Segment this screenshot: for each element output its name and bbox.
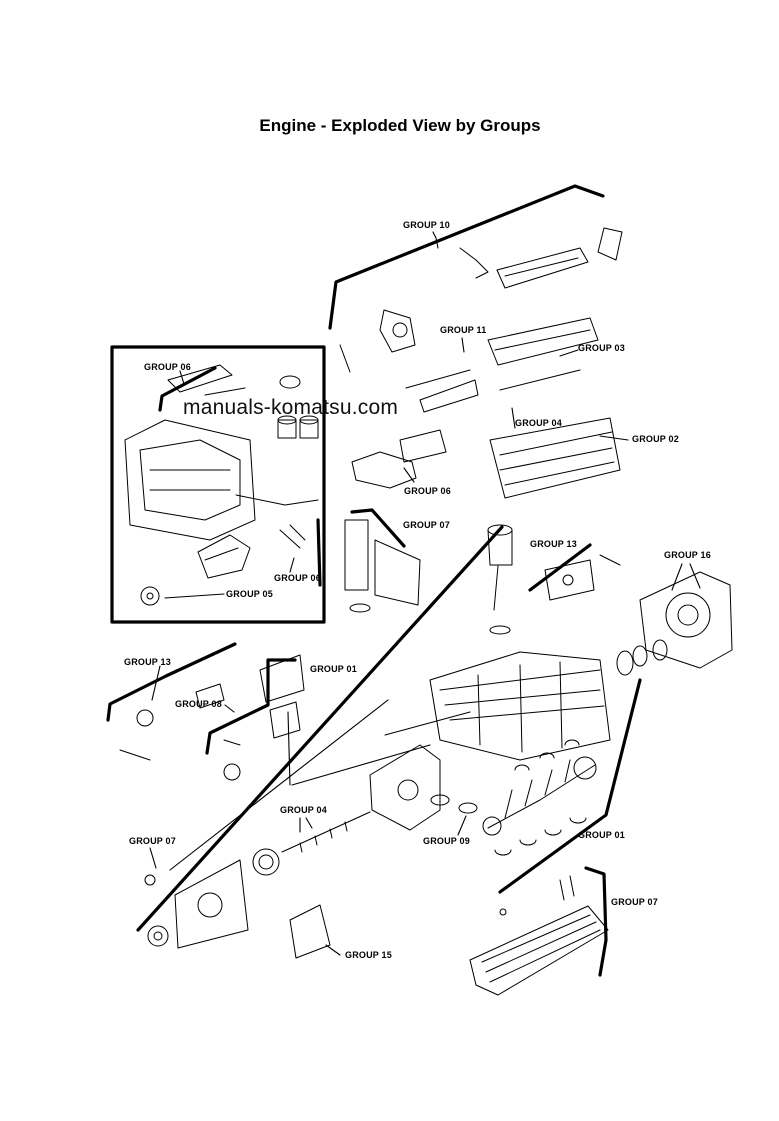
label-group-01-upper: GROUP 01 — [310, 664, 357, 674]
label-group-15: GROUP 15 — [345, 950, 392, 960]
page-title: Engine - Exploded View by Groups — [259, 116, 541, 135]
group-bracket-lines — [106, 184, 642, 977]
label-group-02: GROUP 02 — [632, 434, 679, 444]
label-group-07-left: GROUP 07 — [129, 836, 176, 846]
label-group-13-right: GROUP 13 — [530, 539, 577, 549]
label-group-11: GROUP 11 — [440, 325, 487, 335]
label-group-04-lower: GROUP 04 — [280, 805, 327, 815]
label-group-10: GROUP 10 — [403, 220, 450, 230]
flywheel-housing — [616, 571, 733, 676]
crankshaft-and-gears — [144, 739, 597, 949]
label-group-06-inset-top: GROUP 06 — [144, 362, 191, 372]
label-group-13-left: GROUP 13 — [124, 657, 171, 667]
label-group-07-right: GROUP 07 — [611, 897, 658, 907]
inset-fuel-system — [124, 364, 319, 606]
label-group-05: GROUP 05 — [226, 589, 273, 599]
label-group-07-upper: GROUP 07 — [403, 520, 450, 530]
group-13-08-parts — [119, 654, 331, 959]
cylinder-head-parts — [339, 227, 623, 499]
watermark-text: manuals-komatsu.com — [183, 396, 399, 419]
label-group-06-inset-bottom: GROUP 06 — [274, 573, 321, 583]
oil-pan — [469, 875, 609, 996]
label-group-09: GROUP 09 — [423, 836, 470, 846]
label-group-03: GROUP 03 — [578, 343, 625, 353]
label-group-08: GROUP 08 — [175, 699, 222, 709]
leader-lines — [149, 231, 701, 956]
block-and-pistons — [344, 519, 621, 761]
label-group-04-upper: GROUP 04 — [515, 418, 562, 428]
label-group-16: GROUP 16 — [664, 550, 711, 560]
label-group-06-center: GROUP 06 — [404, 486, 451, 496]
label-group-01-lower: GROUP 01 — [578, 830, 625, 840]
